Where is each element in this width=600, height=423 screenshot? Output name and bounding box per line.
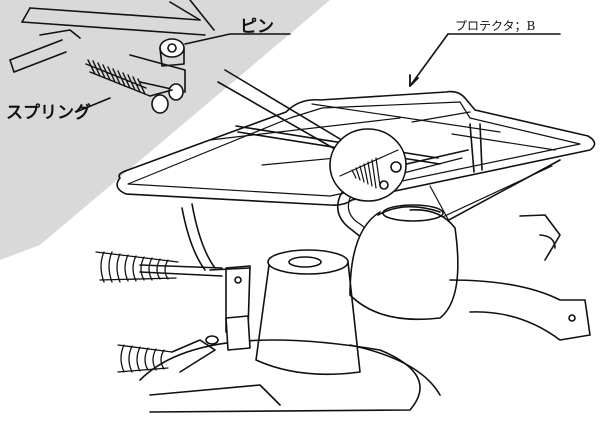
- detail-pointer-line: [224, 69, 346, 143]
- protector-label: プロテクタ；B: [455, 19, 536, 33]
- detail-circle: [329, 128, 407, 202]
- detail-view: [9, 0, 215, 114]
- pin-leader-line: [184, 33, 291, 45]
- spring-leader-line: [75, 97, 111, 113]
- hose-lower: [117, 344, 173, 373]
- spring-detail: [85, 59, 151, 97]
- detail-pointer-line-2: [217, 81, 341, 153]
- machine-body: [95, 204, 591, 413]
- spring-label: スプリング: [6, 103, 91, 123]
- hose-upper: [95, 251, 179, 283]
- pin-label: ピン: [240, 17, 274, 37]
- pin-detail: [159, 38, 185, 58]
- protector-arrow: [409, 33, 449, 87]
- detail-shade-band: [0, 0, 330, 260]
